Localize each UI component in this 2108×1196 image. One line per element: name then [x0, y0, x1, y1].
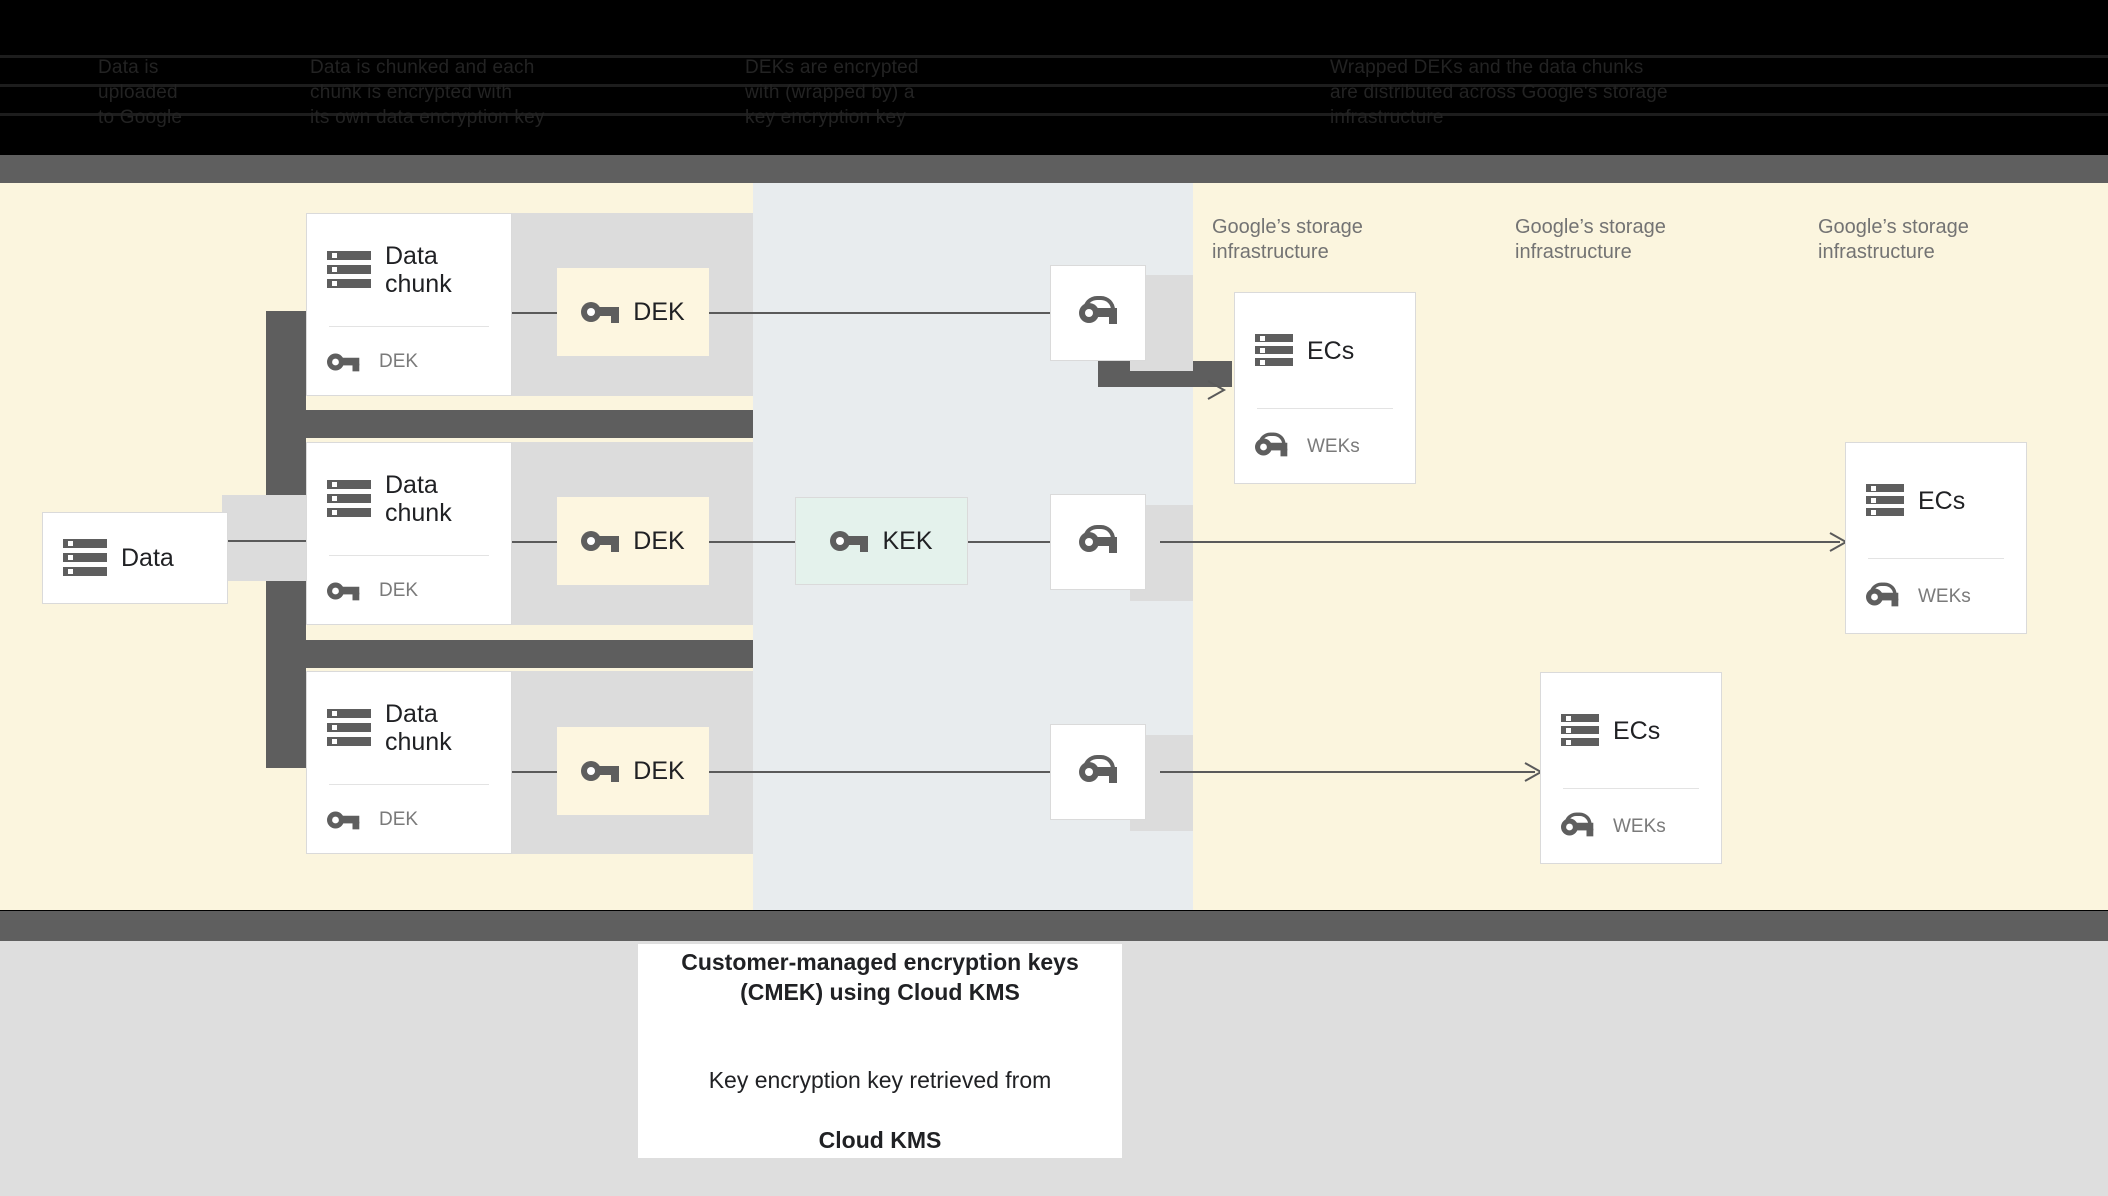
- ec-key-label-2: WEKs: [1613, 815, 1666, 837]
- wrapped-key-box-1[interactable]: [1050, 265, 1146, 361]
- chunk-title-3: Data chunk: [385, 700, 452, 756]
- data-chunk-card-3[interactable]: Data chunk DEK: [306, 671, 512, 854]
- dek-chip-1[interactable]: DEK: [557, 268, 709, 356]
- wire-wkey2-to-ec-right: [1160, 541, 1840, 543]
- chunk-key-label-3: DEK: [379, 809, 419, 830]
- dek-chip-label-3: DEK: [633, 756, 685, 785]
- row-separator-bar-1: [266, 410, 753, 438]
- kek-chip-label: KEK: [882, 526, 933, 555]
- key-icon: [581, 759, 620, 783]
- row-separator-bar-2: [266, 640, 753, 668]
- infra-label-2: Google’s storage infrastructure: [1515, 216, 1666, 263]
- wrapped-key-icon: [1079, 296, 1117, 325]
- ec-card-2[interactable]: ECs WEKs: [1540, 672, 1722, 864]
- ec-header-2: ECs: [1541, 673, 1721, 788]
- header-column-1: Data is uploaded to Google: [98, 57, 183, 128]
- dek-chip-label-2: DEK: [633, 526, 685, 555]
- storage-icon: [63, 539, 107, 577]
- storage-icon: [1866, 484, 1904, 517]
- data-chunk-card-1[interactable]: Data chunk DEK: [306, 213, 512, 396]
- header-column-4: Wrapped DEKs and the data chunks are dis…: [1330, 57, 1668, 128]
- chunk-title-2: Data chunk: [385, 471, 452, 527]
- wrapped-key-icon: [1561, 812, 1594, 836]
- chunk-divider-3: [329, 784, 489, 785]
- chunk-key-label-2: DEK: [379, 580, 419, 601]
- wire-dek1-to-wkey1: [709, 312, 1052, 314]
- chunk-divider-2: [329, 555, 489, 556]
- key-icon: [327, 352, 360, 372]
- header-caption-band: Data is uploaded to Google Data is chunk…: [0, 0, 2108, 155]
- caption-body-strong: Cloud KMS: [818, 1127, 942, 1153]
- ec-card-1[interactable]: ECs WEKs: [1234, 292, 1416, 484]
- chunk-divider-1: [329, 326, 489, 327]
- wire-wkey3-to-ec-mid: [1160, 771, 1535, 773]
- header-column-2: Data is chunked and each chunk is encryp…: [310, 57, 545, 128]
- wire-chunk2-to-dek2: [512, 541, 557, 543]
- wrapped-key-box-2[interactable]: [1050, 494, 1146, 590]
- chunk-header-3: Data chunk: [307, 672, 511, 784]
- chunk-header-1: Data chunk: [307, 214, 511, 326]
- wire-dek3-to-wkey3: [709, 771, 1052, 773]
- wrapped-key-icon: [1255, 432, 1288, 456]
- bottom-divider-rule: [0, 911, 2108, 941]
- storage-icon: [327, 480, 371, 518]
- key-icon: [327, 581, 360, 601]
- ec-divider-1: [1257, 408, 1393, 409]
- key-icon: [830, 529, 869, 553]
- wrapped-key-icon: [1866, 582, 1899, 606]
- storage-icon: [1561, 714, 1599, 747]
- caption-title: Customer-managed encryption keys (CMEK) …: [681, 949, 1079, 1005]
- ec-key-label-3: WEKs: [1918, 585, 1971, 607]
- caption-body: Key encryption key retrieved from Cloud …: [709, 1035, 1052, 1155]
- infra-label-1: Google’s storage infrastructure: [1212, 216, 1363, 263]
- cmek-caption-card: Customer-managed encryption keys (CMEK) …: [638, 944, 1122, 1158]
- key-icon: [581, 529, 620, 553]
- chunk-key-row-1: DEK: [307, 327, 511, 397]
- header-divider-rule: [0, 155, 2108, 183]
- ec-title-2: ECs: [1613, 716, 1661, 745]
- data-chunk-card-2[interactable]: Data chunk DEK: [306, 442, 512, 625]
- chunk-title-1: Data chunk: [385, 242, 452, 298]
- wrapped-key-icon: [1079, 755, 1117, 784]
- wire-data-to-bracket: [228, 540, 308, 542]
- ec-title-3: ECs: [1918, 486, 1966, 515]
- data-source-row: Data: [43, 539, 227, 577]
- chunk-key-row-3: DEK: [307, 785, 511, 855]
- chunk-header-2: Data chunk: [307, 443, 511, 555]
- ec-key-label-1: WEKs: [1307, 435, 1360, 457]
- ec-divider-3: [1868, 558, 2004, 559]
- header-column-3: DEKs are encrypted with (wrapped by) a k…: [745, 57, 919, 128]
- dek-chip-3[interactable]: DEK: [557, 727, 709, 815]
- infra-label-3: Google’s storage infrastructure: [1818, 216, 1969, 263]
- kek-chip[interactable]: KEK: [795, 497, 968, 585]
- key-icon: [581, 300, 620, 324]
- ec-title-1: ECs: [1307, 336, 1355, 365]
- storage-icon: [1255, 334, 1293, 367]
- ec-header-1: ECs: [1235, 293, 1415, 408]
- storage-icon: [327, 251, 371, 289]
- chunk-key-label-1: DEK: [379, 351, 419, 372]
- dek-chip-2[interactable]: DEK: [557, 497, 709, 585]
- wire-chunk1-to-dek1: [512, 312, 557, 314]
- wire-chunk3-to-dek3: [512, 771, 557, 773]
- ec-header-3: ECs: [1846, 443, 2026, 558]
- data-source-label: Data: [121, 544, 174, 572]
- wire-kek-to-wkey2: [968, 541, 1052, 543]
- ec-divider-2: [1563, 788, 1699, 789]
- wrapped-key-box-3[interactable]: [1050, 724, 1146, 820]
- key-icon: [327, 810, 360, 830]
- storage-icon: [327, 709, 371, 747]
- ec-key-row-3: WEKs: [1846, 559, 2026, 634]
- ec-key-row-2: WEKs: [1541, 789, 1721, 864]
- ec-key-row-1: WEKs: [1235, 409, 1415, 484]
- data-source-card[interactable]: Data: [42, 512, 228, 604]
- caption-body-lead: Key encryption key retrieved from: [708, 1067, 1052, 1093]
- chunk-key-row-2: DEK: [307, 556, 511, 626]
- wrapped-key-icon: [1079, 525, 1117, 554]
- ec-card-3[interactable]: ECs WEKs: [1845, 442, 2027, 634]
- dek-chip-label-1: DEK: [633, 297, 685, 326]
